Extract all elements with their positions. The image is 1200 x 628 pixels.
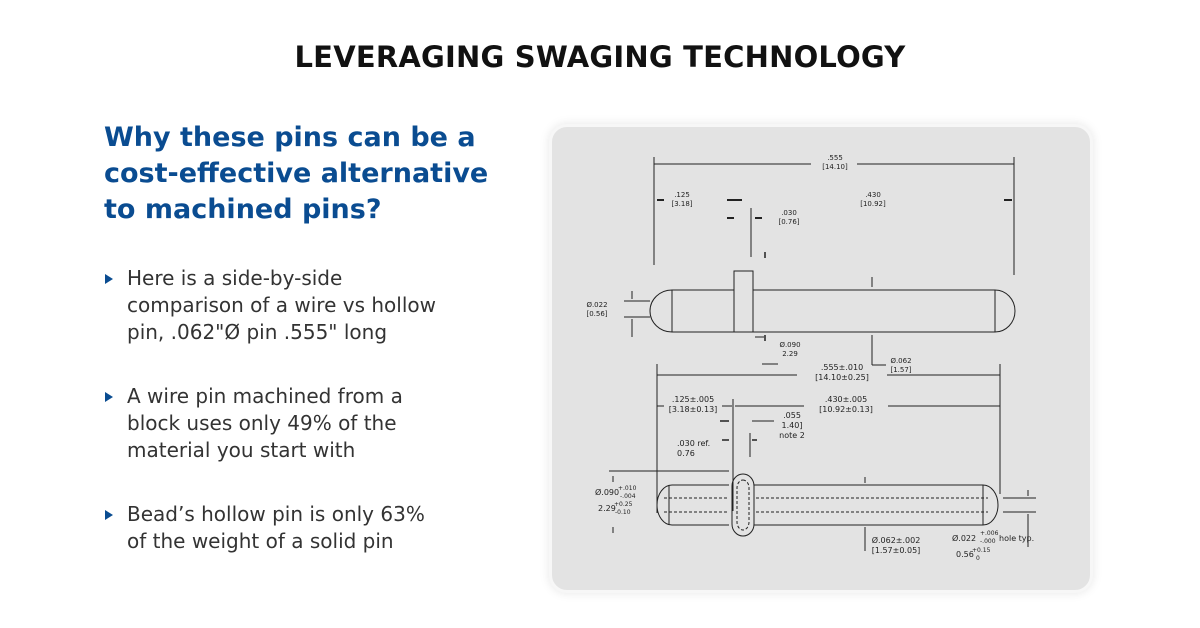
dim-shank: .430: [865, 191, 881, 199]
dim-shank-mm: [10.92]: [860, 200, 886, 208]
dim-bead-dia-mm-tol-plus: +0.25: [614, 501, 633, 508]
dim-bead-dia-tol-plus: +.010: [618, 485, 637, 492]
bullet-line: pin, .062"Ø pin .555" long: [127, 320, 388, 344]
bullet-line: material you start with: [127, 438, 356, 462]
bullet-line: comparison of a wire vs hollow: [127, 293, 436, 317]
dim-hollow-overall-mm: [14.10±0.25]: [815, 373, 869, 382]
triangle-bullet-icon: [105, 392, 113, 402]
dim-hollow-shank-mm: [10.92±0.13]: [819, 405, 873, 414]
bullet-line: Here is a side-by-side: [127, 266, 343, 290]
bullet-line: block uses only 49% of the: [127, 411, 397, 435]
dim-collar-width: .030: [781, 209, 797, 217]
bullet-text: Bead’s hollow pin is only 63% of the wei…: [127, 501, 527, 555]
pin-comparison-drawing: .555 [14.10] .125 [3.18] .430 [10.92] .0…: [586, 154, 1036, 562]
dim-hole-mm: 0.56: [956, 550, 974, 559]
dim-hole-dia: Ø.022: [952, 533, 976, 543]
dim-bead-dia: Ø.090: [595, 487, 619, 497]
dim-head-offset: .125: [674, 191, 690, 199]
dim-bead-width: .055: [783, 411, 801, 420]
technical-drawing-panel: .555 [14.10] .125 [3.18] .430 [10.92] .0…: [549, 124, 1093, 593]
dim-bead-note: note 2: [779, 431, 805, 440]
dim-pin-dia-mm: [1.57]: [890, 366, 911, 374]
dim-collar-dia: Ø.090: [779, 341, 800, 349]
dim-pin-dia: Ø.062: [890, 357, 911, 365]
dim-bead-dia-mm: 2.29: [598, 504, 616, 513]
triangle-bullet-icon: [105, 274, 113, 284]
dim-tip-dia-mm: [0.56]: [586, 310, 607, 318]
dim-bead-dia-tol-minus: -.004: [620, 493, 636, 500]
bullet-text: A wire pin machined from a block uses on…: [127, 383, 527, 464]
dim-hollow-shank: .430±.005: [825, 395, 867, 404]
dim-hole-mm-tol-minus: 0: [976, 555, 980, 562]
dim-overall-mm: [14.10]: [822, 163, 848, 171]
slide-title: LEVERAGING SWAGING TECHNOLOGY: [294, 40, 906, 74]
bullet-line: A wire pin machined from a: [127, 384, 403, 408]
heading-line: to machined pins?: [104, 194, 382, 225]
slide-heading: Why these pins can be a cost-effective a…: [104, 120, 534, 228]
bullet-text: Here is a side-by-side comparison of a w…: [127, 265, 527, 346]
dim-head-offset-mm: [3.18]: [671, 200, 692, 208]
dim-hole-label: hole typ.: [999, 534, 1034, 543]
dim-hole-tol-plus: +.006: [980, 530, 999, 537]
dim-hollow-head-offset-mm: [3.18±0.13]: [669, 405, 718, 414]
dim-hole-mm-tol-plus: +0.15: [972, 547, 991, 554]
dim-wall-ref: .030 ref.: [677, 439, 710, 448]
dim-overall: .555: [827, 154, 843, 162]
dim-hollow-pin-dia: Ø.062±.002: [872, 535, 921, 545]
heading-line: cost-effective alternative: [104, 158, 489, 189]
dim-collar-width-mm: [0.76]: [778, 218, 799, 226]
dim-hole-tol-minus: -.000: [980, 538, 996, 545]
dim-bead-dia-mm-tol-minus: -0.10: [615, 509, 631, 516]
dim-hollow-head-offset: .125±.005: [672, 395, 714, 404]
bullet-line: of the weight of a solid pin: [127, 529, 394, 553]
dim-tip-dia: Ø.022: [586, 301, 607, 309]
heading-line: Why these pins can be a: [104, 122, 476, 153]
triangle-bullet-icon: [105, 510, 113, 520]
dim-collar-dia-mm: 2.29: [782, 350, 798, 358]
dim-hollow-pin-dia-mm: [1.57±0.05]: [872, 546, 921, 555]
dim-hollow-overall: .555±.010: [821, 363, 863, 372]
dim-bead-width-mm: 1.40]: [782, 421, 803, 430]
bullet-line: Bead’s hollow pin is only 63%: [127, 502, 425, 526]
dim-wall-ref-mm: 0.76: [677, 449, 695, 458]
